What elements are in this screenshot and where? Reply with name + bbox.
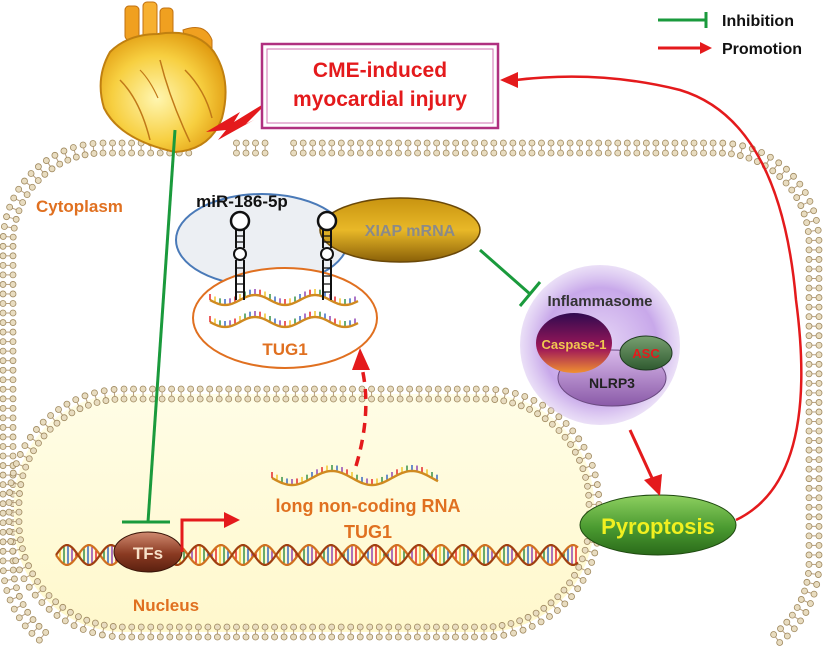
- rna-hairpin-icon: [229, 210, 338, 300]
- cytoplasm-label: Cytoplasm: [36, 197, 123, 216]
- xiap-mrna: XIAP mRNA: [319, 197, 481, 263]
- inhibition-arrow-heart-to-tfs: [122, 129, 177, 524]
- inflammasome-label: Inflammasome: [547, 293, 652, 310]
- lightning-bolt-icon: [206, 100, 270, 140]
- inflammasome: Inflammasome NLRP3 Caspase-1 ASC: [520, 265, 680, 425]
- nucleus-label: Nucleus: [133, 596, 199, 615]
- pyroptosis-label: Pyroptosis: [601, 514, 715, 539]
- lncrna-strand: [271, 465, 439, 487]
- legend-promotion-label: Promotion: [722, 41, 802, 58]
- tfs-label: TFs: [133, 544, 163, 563]
- title-line1: CME-induced: [313, 59, 447, 82]
- heart-icon: [99, 1, 227, 154]
- lncrna-label-line1: long non-coding RNA: [276, 496, 461, 516]
- nlrp3-label: NLRP3: [589, 375, 635, 391]
- promotion-arrow-inflammasome-to-pyroptosis: [628, 429, 662, 496]
- tug1-complex: TUG1: [192, 267, 378, 369]
- mirna-label: miR-186-5p: [196, 192, 288, 211]
- promotion-arrow-lncrna-to-tug1: [352, 348, 370, 467]
- promotion-arrow-tfs-to-lncrna: [180, 512, 240, 552]
- promotion-arrow-pyroptosis-to-injury: [500, 72, 803, 522]
- tug1-label: TUG1: [262, 340, 307, 359]
- legend: Inhibition Promotion: [658, 12, 802, 58]
- nucleus: [5, 385, 603, 641]
- asc-label: ASC: [632, 346, 660, 361]
- caspase-label: Caspase-1: [541, 337, 606, 352]
- inhibition-arrow-xiap-to-inflammasome: [479, 248, 542, 307]
- pyroptosis: Pyroptosis: [579, 494, 737, 556]
- nuclear-membrane: [5, 385, 603, 641]
- xiap-label: XIAP mRNA: [365, 223, 456, 240]
- transcription-factors: TFs: [113, 531, 183, 573]
- lncrna-label-line2: TUG1: [344, 522, 392, 542]
- legend-inhibition-label: Inhibition: [722, 13, 794, 30]
- title-line2: myocardial injury: [293, 88, 467, 111]
- title-box: CME-induced myocardial injury: [260, 42, 500, 130]
